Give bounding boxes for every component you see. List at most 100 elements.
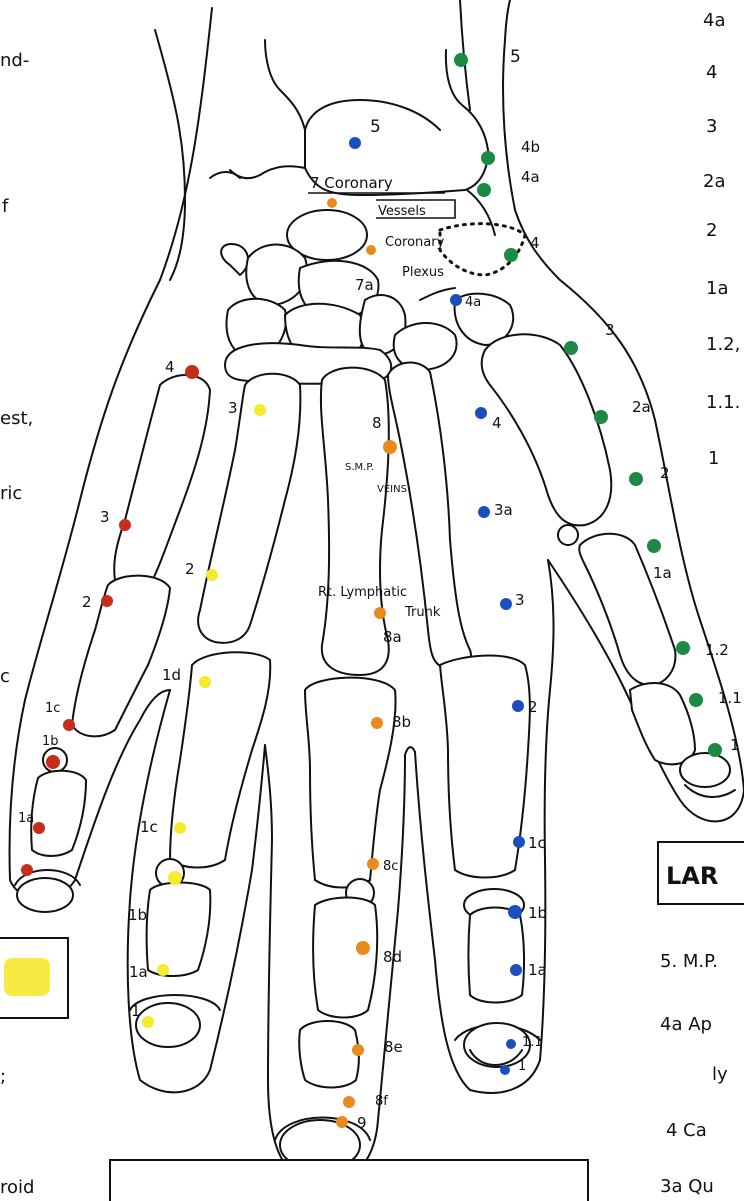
yellow-label-1c: 1c xyxy=(140,818,158,836)
left-text-4: ric xyxy=(0,483,22,504)
blue-point-1b xyxy=(508,905,522,919)
blue-label-3a: 3a xyxy=(494,501,513,519)
orange-label-9: 9 xyxy=(357,1114,367,1132)
yellow-point-2 xyxy=(206,569,218,581)
red-point-2 xyxy=(101,595,113,607)
blue-point-1c xyxy=(513,836,525,848)
yellow-label-1a: 1a xyxy=(129,963,148,981)
red-label-1b: 1b xyxy=(42,734,59,749)
wrist-label-5: 5 xyxy=(510,47,521,67)
label-7a: 7a xyxy=(355,276,374,294)
yellow-label-1: 1 xyxy=(131,1002,141,1020)
orange-point-8 xyxy=(383,440,397,454)
left-text-3: est, xyxy=(0,408,33,429)
red-label-2: 2 xyxy=(82,593,92,611)
right-col-4a: 4a xyxy=(703,10,725,31)
yellow-point-3 xyxy=(254,404,266,416)
orange-label-8b: 8b xyxy=(392,713,411,731)
blue-point-5 xyxy=(349,137,361,149)
green-label-1-1: 1.1 xyxy=(718,689,742,707)
blue-label-1c: 1c xyxy=(528,834,546,852)
orange-point-8e xyxy=(352,1044,364,1056)
yellow-label-1b: 1b xyxy=(128,906,147,924)
yellow-point-1 xyxy=(142,1016,154,1028)
legend-line-1: 5. M.P. xyxy=(660,951,718,972)
blue-point-1 xyxy=(500,1065,510,1075)
red-point-1c xyxy=(63,719,75,731)
green-label-4a: 4a xyxy=(521,168,540,186)
left-text-2: f xyxy=(2,196,9,217)
smp-veins-label-2: VEINS xyxy=(377,484,407,495)
orange-label-8d: 8d xyxy=(383,948,402,966)
yellow-label-1d: 1d xyxy=(162,666,181,684)
orange-label-8c: 8c xyxy=(383,859,398,874)
right-col-1: 1 xyxy=(708,448,719,469)
red-label-1a: 1a xyxy=(18,811,34,826)
red-label-3: 3 xyxy=(100,508,110,526)
red-point-1a xyxy=(33,822,45,834)
legend-line-5: 3a Qu xyxy=(660,1176,714,1197)
green-label-3: 3 xyxy=(605,321,615,339)
red-label-4: 4 xyxy=(165,358,175,376)
coronary-plexus-label-2: Plexus xyxy=(402,265,444,280)
green-point-2 xyxy=(629,472,643,486)
right-col-4: 4 xyxy=(706,62,717,83)
orange-label-8: 8 xyxy=(372,414,382,432)
blue-label-4a: 4a xyxy=(465,295,481,310)
orange-label-8e: 8e xyxy=(384,1038,403,1056)
yellow-swatch xyxy=(4,958,50,996)
rt-lymphatic-label-1: Rt. Lymphatic xyxy=(318,585,407,600)
red-point-tip xyxy=(21,864,33,876)
blue-label-1: 1 xyxy=(518,1059,526,1074)
right-col-1-2: 1.2, xyxy=(706,334,740,355)
blue-point-3 xyxy=(500,598,512,610)
right-col-1a: 1a xyxy=(706,278,728,299)
smp-veins-label-1: S.M.P. xyxy=(345,462,374,473)
blue-point-4a xyxy=(450,294,462,306)
right-col-1-1: 1.1. xyxy=(706,392,740,413)
yellow-point-1c xyxy=(174,822,186,834)
green-label-2a: 2a xyxy=(632,398,651,416)
blue-label-2: 2 xyxy=(528,698,538,716)
green-point-5 xyxy=(454,53,468,67)
blue-label-1a: 1a xyxy=(528,961,547,979)
left-text-7: roid xyxy=(0,1177,34,1198)
orange-label-8a: 8a xyxy=(383,628,402,646)
left-edge-text: nd- f est, ric c ; roid xyxy=(0,50,34,1198)
blue-point-1a xyxy=(510,964,522,976)
yellow-label-3: 3 xyxy=(228,399,238,417)
right-legend: LAR 5. M.P. 4a Ap ly 4 Ca 3a Qu xyxy=(658,842,744,1197)
orange-point-9 xyxy=(336,1116,348,1128)
green-point-1a xyxy=(647,539,661,553)
bottom-label-box xyxy=(110,1160,588,1201)
blue-label-1b: 1b xyxy=(528,904,547,922)
red-point-1b xyxy=(46,755,60,769)
right-column-text: 4a 4 3 2a 2 1a 1.2, 1.1. 1 xyxy=(703,10,740,469)
green-point-1-2 xyxy=(676,641,690,655)
green-point-4 xyxy=(504,248,518,262)
blue-point-4 xyxy=(475,407,487,419)
green-point-4b xyxy=(481,151,495,165)
left-text-1: nd- xyxy=(0,50,29,71)
legend-title: LAR xyxy=(666,862,718,890)
orange-point-7a xyxy=(366,245,376,255)
coronary-label: 7 Coronary xyxy=(310,174,393,192)
green-point-1 xyxy=(708,743,722,757)
blue-label-5: 5 xyxy=(370,117,381,137)
blue-label-4: 4 xyxy=(492,414,502,432)
red-point-3 xyxy=(119,519,131,531)
blue-point-3a xyxy=(478,506,490,518)
yellow-point-1b xyxy=(168,871,182,885)
right-col-2: 2 xyxy=(706,220,717,241)
right-col-3: 3 xyxy=(706,116,717,137)
green-label-1: 1 xyxy=(730,736,740,754)
green-point-4a xyxy=(477,183,491,197)
orange-point-7 xyxy=(327,198,337,208)
green-label-1a: 1a xyxy=(653,564,672,582)
red-point-4 xyxy=(185,365,199,379)
legend-line-2: 4a Ap xyxy=(660,1014,712,1035)
rt-lymphatic-label-2: Trunk xyxy=(404,605,441,620)
blue-label-1-1: 1.1 xyxy=(522,1035,543,1050)
orange-point-8b xyxy=(371,717,383,729)
